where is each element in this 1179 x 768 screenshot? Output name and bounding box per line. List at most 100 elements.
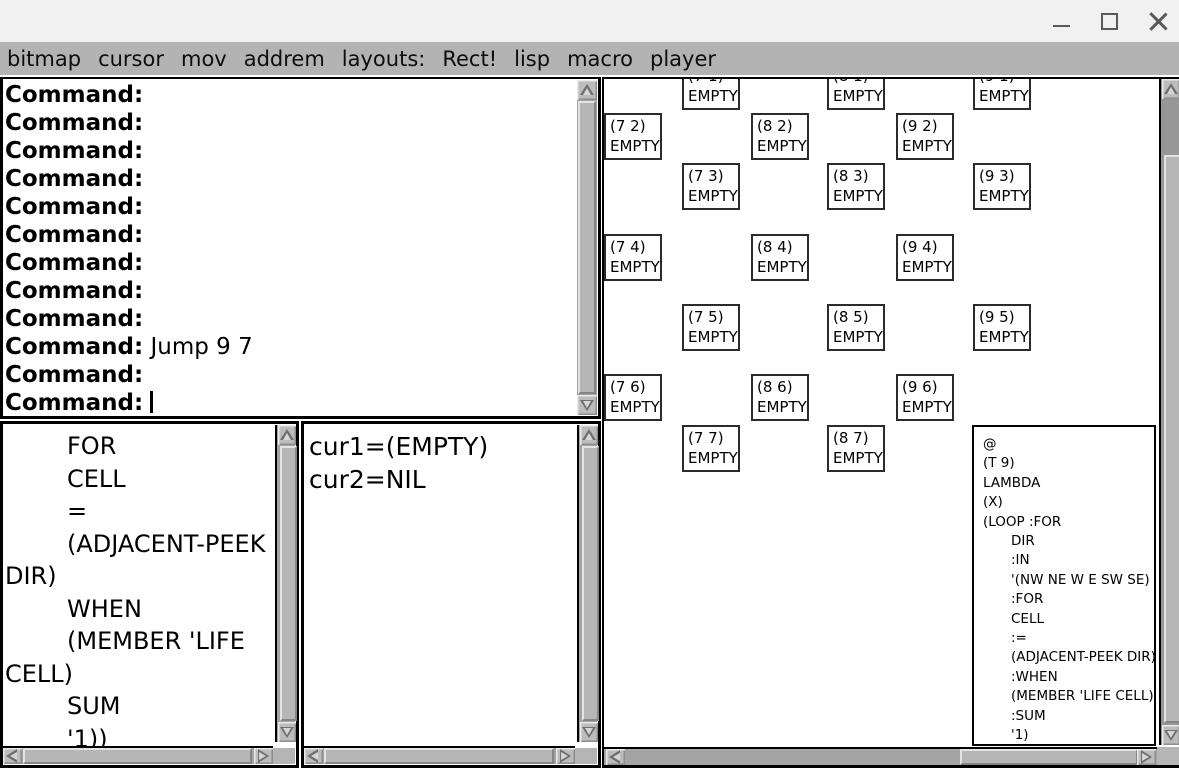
scroll-up-button[interactable] (580, 425, 598, 445)
scroll-down-button[interactable] (278, 722, 296, 742)
menu-item-cursor[interactable]: cursor (98, 46, 164, 71)
close-icon (1148, 11, 1168, 31)
scrollbar-thumb[interactable] (581, 446, 599, 721)
minimize-icon (1053, 24, 1070, 27)
command-line: Command: Jump 9 7 (5, 333, 574, 361)
titlebar (0, 0, 1179, 42)
grid-cell-9-2[interactable]: (9 2)EMPTY (896, 113, 954, 160)
cell-coordinate: (7 1) (688, 79, 734, 87)
arrow-left-icon (609, 750, 620, 764)
scroll-left-button[interactable] (606, 749, 625, 765)
grid-cell-7-7[interactable]: (7 7)EMPTY (682, 425, 740, 472)
command-prompt: Command: (5, 222, 144, 248)
grid-cell-8-3[interactable]: (8 3)EMPTY (827, 163, 885, 210)
grid-cell-7-6[interactable]: (7 6)EMPTY (604, 374, 662, 421)
cell-state: EMPTY (610, 257, 660, 276)
scrollbar-corner (273, 748, 295, 764)
maximize-button[interactable] (1097, 8, 1123, 34)
cell-coordinate: (9 5) (979, 308, 1015, 326)
cell-state: EMPTY (979, 186, 1029, 205)
cell-state: EMPTY (688, 186, 738, 205)
command-entry-text: Jump 9 7 (143, 334, 253, 360)
command-prompt: Command: (5, 306, 144, 332)
command-input-area[interactable]: Command:Command:Command:Command:Command:… (5, 81, 574, 414)
scrollbar-thumb[interactable] (1163, 155, 1179, 723)
grid-cell-8-7[interactable]: (8 7)EMPTY (827, 425, 885, 472)
minimize-button[interactable] (1049, 8, 1075, 34)
grid-cell-7-1[interactable]: (7 1)EMPTY (682, 79, 740, 110)
scrollbar-thumb[interactable] (960, 749, 1138, 765)
grid-cell-9-5[interactable]: (9 5)EMPTY (973, 304, 1031, 351)
grid-horizontal-scrollbar (604, 747, 1157, 765)
cell-coordinate: (8 5) (833, 308, 869, 326)
cell-state: EMPTY (902, 136, 952, 155)
command-panel: Command:Command:Command:Command:Command:… (0, 77, 601, 419)
cell-program-line: :WHEN (1011, 668, 1058, 685)
grid-cell-7-4[interactable]: (7 4)EMPTY (604, 234, 662, 281)
menu-item-layouts[interactable]: layouts: (341, 46, 426, 71)
menu-item-player[interactable]: player (649, 46, 716, 71)
cell-coordinate: (9 1) (979, 79, 1025, 87)
cell-program-line: := (1011, 630, 1027, 647)
command-prompt: Command: (5, 362, 144, 388)
scroll-right-button[interactable] (1137, 749, 1156, 765)
scrollbar-thumb[interactable] (324, 748, 554, 764)
close-button[interactable] (1145, 8, 1171, 34)
scroll-left-button[interactable] (304, 748, 323, 764)
arrow-down-icon (582, 727, 596, 738)
scroll-right-button[interactable] (254, 748, 273, 764)
grid-cell-9-6[interactable]: (9 6)EMPTY (896, 374, 954, 421)
code-line: FOR (67, 432, 117, 460)
scroll-left-button[interactable] (3, 748, 22, 764)
command-line: Command: (5, 361, 574, 389)
cell-coordinate: (7 3) (688, 167, 724, 185)
grid-cell-9-4[interactable]: (9 4)EMPTY (896, 234, 954, 281)
grid-cell-8-1[interactable]: (8 1)EMPTY (827, 79, 885, 110)
scroll-down-button[interactable] (580, 722, 598, 742)
scrollbar-thumb[interactable] (578, 101, 596, 394)
grid-cell-9-3[interactable]: (9 3)EMPTY (973, 163, 1031, 210)
arrow-right-icon (258, 749, 269, 763)
cell-state: EMPTY (610, 136, 660, 155)
grid-cell-7-2[interactable]: (7 2)EMPTY (604, 113, 662, 160)
command-prompt: Command: (5, 166, 144, 192)
grid-cell-7-5[interactable]: (7 5)EMPTY (682, 304, 740, 351)
grid-cell-9-1[interactable]: (9 1)EMPTY (973, 79, 1031, 110)
command-line: Command: (5, 221, 574, 249)
scroll-down-button[interactable] (1162, 725, 1179, 745)
command-line: Command: (5, 109, 574, 137)
scroll-up-button[interactable] (278, 425, 296, 445)
scroll-down-button[interactable] (577, 395, 597, 415)
grid-cell-8-5[interactable]: (8 5)EMPTY (827, 304, 885, 351)
cell-coordinate: (8 1) (833, 79, 879, 87)
scroll-right-button[interactable] (556, 748, 575, 764)
vars-text-area[interactable]: cur1=(EMPTY)cur2=NIL (309, 430, 574, 496)
menu-item-mov[interactable]: mov (180, 46, 227, 71)
grid-cell-8-2[interactable]: (8 2)EMPTY (751, 113, 809, 160)
grid-cell-8-6[interactable]: (8 6)EMPTY (751, 374, 809, 421)
vars-vertical-scrollbar (577, 425, 599, 742)
scroll-up-button[interactable] (1162, 79, 1179, 99)
grid-cell-7-3[interactable]: (7 3)EMPTY (682, 163, 740, 210)
menu-item-macro[interactable]: macro (567, 46, 633, 71)
menu-item-lisp[interactable]: lisp (514, 46, 551, 71)
cell-state: EMPTY (833, 327, 883, 346)
left-code-vertical-scrollbar (275, 425, 297, 742)
scrollbar-thumb[interactable] (23, 748, 252, 764)
menu-item-rect[interactable]: Rect! (442, 46, 498, 71)
cell-grid: (7 1)EMPTY(8 1)EMPTY(9 1)EMPTY(7 2)EMPTY… (604, 79, 1157, 745)
scroll-up-button[interactable] (577, 80, 597, 100)
cell-state: EMPTY (610, 397, 660, 416)
menu-item-addrem[interactable]: addrem (243, 46, 325, 71)
variable-line: cur2=NIL (309, 465, 426, 494)
menu-item-bitmap[interactable]: bitmap (7, 46, 82, 71)
scrollbar-thumb[interactable] (279, 446, 297, 721)
cell-program-line: :FOR (1011, 591, 1044, 608)
text-cursor (150, 391, 153, 413)
command-prompt: Command: (5, 194, 144, 220)
grid-cell-8-4[interactable]: (8 4)EMPTY (751, 234, 809, 281)
